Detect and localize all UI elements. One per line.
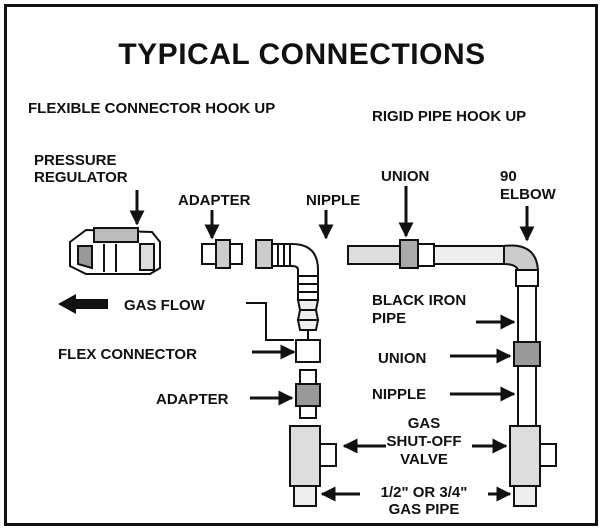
adapter-low-label: ADAPTER (156, 391, 229, 408)
pressure-regulator-label-line2: REGULATOR (34, 169, 128, 186)
shutoff-valve-label-line2: SHUT-OFF (386, 433, 462, 450)
pressure-regulator-label-line1: PRESSURE (34, 152, 117, 169)
gas-flow-leader (246, 302, 294, 341)
rigid-section-heading: RIGID PIPE HOOK UP (372, 108, 527, 125)
adapter-top-label: ADAPTER (178, 192, 251, 209)
flexible-section-heading: FLEXIBLE CONNECTOR HOOK UP (28, 100, 276, 117)
gas-pipe-size-label-line1: 1/2" OR 3/4" (380, 484, 468, 501)
elbow-label-line1: 90 (500, 168, 517, 185)
union-top-label: UNION (381, 168, 430, 185)
flex-connector (255, 239, 321, 363)
flex-connector-label: FLEX CONNECTOR (58, 346, 197, 363)
rigid-pipe-run (347, 239, 557, 507)
gas-flow-arrow (58, 294, 108, 314)
nipple-top-label: NIPPLE (306, 192, 361, 209)
elbow-label-line2: ELBOW (500, 186, 556, 203)
shutoff-valve-left (289, 425, 337, 507)
adapter-top (201, 239, 243, 269)
page-title: TYPICAL CONNECTIONS (118, 38, 486, 71)
nipple-low-label: NIPPLE (372, 386, 427, 403)
pressure-regulator (69, 227, 161, 275)
gas-pipe-size-label-line2: GAS PIPE (388, 501, 460, 518)
adapter-low (295, 369, 321, 419)
shutoff-valve-label-line3: VALVE (400, 451, 448, 468)
shutoff-valve-label-line1: GAS (407, 415, 441, 432)
black-iron-pipe-label-line2: PIPE (372, 310, 407, 327)
union-mid-label: UNION (378, 350, 427, 367)
gas-flow-label: GAS FLOW (124, 297, 205, 314)
black-iron-pipe-label-line1: BLACK IRON (372, 292, 467, 309)
